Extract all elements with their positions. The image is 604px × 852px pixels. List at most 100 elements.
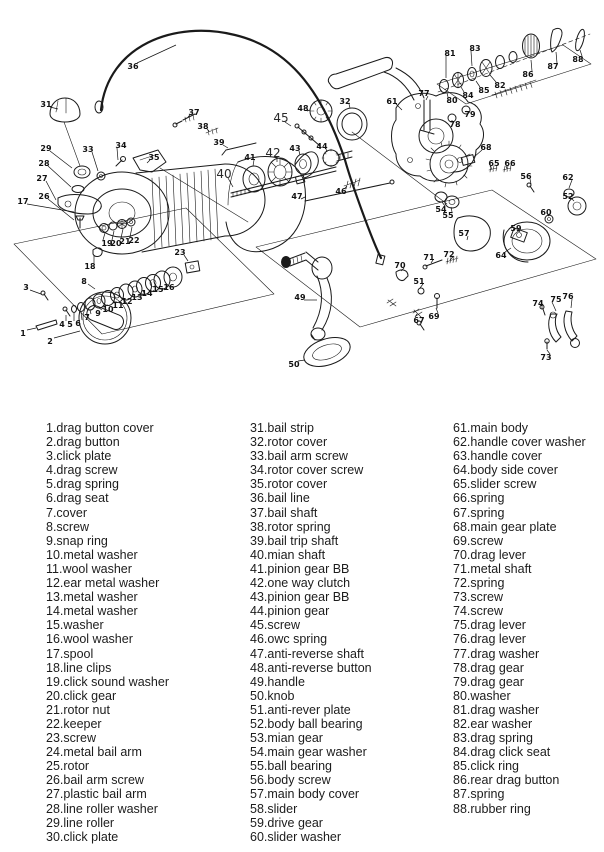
part-number-callout: 57 — [458, 229, 469, 238]
part-item: 4.drag screw — [46, 463, 118, 478]
part-item: 15.washer — [46, 618, 104, 633]
callout-leader — [344, 185, 348, 189]
part-item: 24.metal bail arm — [46, 745, 142, 760]
callout-leader — [546, 349, 551, 355]
callout-leader — [116, 147, 119, 161]
part-number-callout: 87 — [547, 62, 558, 71]
part-number-callout: 35 — [148, 153, 160, 162]
callout-leader — [80, 311, 83, 321]
part-number-callout: 48 — [297, 104, 309, 113]
callout-leader — [475, 80, 481, 88]
part-number-callout: 56 — [520, 172, 532, 181]
part-item: 88.rubber ring — [453, 801, 531, 816]
part-item: 82.ear washer — [453, 716, 533, 731]
part-number-callout: 23 — [174, 248, 185, 257]
line-roller-assembly-drawing — [49, 97, 167, 229]
part-item: 58.slider — [250, 801, 298, 816]
part-number-callout: 7 — [84, 313, 90, 322]
part-number-callout: 76 — [562, 292, 574, 301]
part-number-callout: 22 — [128, 236, 139, 245]
part-item: 5.drag spring — [46, 477, 119, 492]
part-number-callout: 85 — [478, 86, 490, 95]
part-number-callout: 66 — [504, 159, 516, 168]
part-number-callout: 86 — [522, 70, 534, 79]
callout-leader — [129, 226, 133, 238]
callout-leader — [91, 151, 99, 172]
part-item: 57.main body cover — [250, 787, 360, 802]
part-number-callout: 4 — [59, 320, 65, 329]
callout-leader — [449, 256, 454, 261]
part-item: 31.bail strip — [250, 421, 314, 435]
callout-leader — [430, 259, 434, 264]
part-number-callout: 46 — [335, 187, 347, 196]
part-item: 71.metal shaft — [453, 561, 532, 576]
callout-leader — [298, 150, 301, 156]
part-item: 7.cover — [46, 505, 87, 520]
part-item: 36.bail line — [250, 491, 310, 506]
part-item: 38.rotor spring — [250, 519, 331, 534]
part-number-callout: 33 — [82, 145, 93, 154]
part-number-callout: 64 — [495, 251, 507, 260]
callout-leader — [568, 179, 573, 189]
part-number-callout: 50 — [288, 360, 300, 369]
callout-leader — [473, 149, 483, 158]
part-item: 44.pinion gear — [250, 604, 330, 619]
part-number-callout: 14 — [141, 289, 153, 298]
part-item: 59.drive gear — [250, 815, 323, 830]
callout-leader — [120, 228, 124, 239]
part-item: 17.spool — [46, 646, 94, 661]
callout-leader — [529, 178, 532, 185]
part-number-callout: 79 — [464, 110, 476, 119]
part-number-callout: 8 — [81, 277, 87, 286]
part-item: 76.drag lever — [453, 632, 526, 647]
part-item: 54.main gear washer — [250, 745, 367, 760]
part-item: 26.bail arm screw — [46, 773, 144, 788]
callout-leader — [518, 230, 521, 233]
callout-leader — [45, 180, 57, 201]
part-number-callout: 62 — [562, 173, 573, 182]
callout-leader — [547, 214, 551, 217]
frame-lines — [13, 44, 597, 335]
part-item: 27.plastic bail arm — [46, 787, 147, 802]
part-item: 18.line clips — [46, 660, 112, 675]
main-body-drawing — [327, 57, 484, 182]
callout-leader — [570, 298, 573, 309]
gear-and-side-cover-drawing — [419, 99, 587, 309]
part-number-callout: 84 — [462, 91, 474, 100]
part-number-callout: 45 — [273, 111, 288, 125]
part-item: 74.screw — [453, 604, 504, 619]
callout-leader — [187, 114, 191, 118]
part-item: 16.wool washer — [46, 632, 133, 647]
part-item: 32.rotor cover — [250, 435, 328, 450]
part-item: 73.screw — [453, 590, 504, 605]
part-item: 52.body ball bearing — [250, 716, 363, 731]
part-item: 39.bail trip shaft — [250, 533, 339, 548]
drag-knob-assembly-drawing — [35, 266, 183, 345]
part-item: 62.handle cover washer — [453, 435, 586, 450]
handle-drawing — [281, 251, 351, 367]
part-item: 69.screw — [453, 533, 504, 548]
part-number-callout: 29 — [40, 144, 52, 153]
part-item: 66.spring — [453, 491, 505, 506]
part-number-callout: 13 — [131, 293, 142, 302]
callout-leader — [161, 287, 166, 291]
part-item: 10.metal washer — [46, 547, 138, 562]
part-number-callout: 70 — [394, 261, 406, 270]
part-number-callout: 49 — [294, 293, 306, 302]
callout-leader — [89, 309, 92, 315]
part-item: 8.screw — [46, 519, 90, 534]
callout-leader — [132, 293, 136, 297]
bail-wire-drawing — [94, 29, 386, 266]
part-number-callout: 36 — [127, 62, 139, 71]
part-number-callout: 40 — [216, 167, 231, 181]
part-number-callout: 20 — [110, 239, 122, 248]
part-item: 34.rotor cover screw — [250, 463, 364, 478]
part-number-callout: 1 — [20, 329, 26, 338]
callout-leader — [98, 307, 103, 311]
part-number-callout: 34 — [115, 141, 127, 150]
part-item: 72.spring — [453, 576, 505, 591]
part-number-callout: 43 — [289, 144, 300, 153]
